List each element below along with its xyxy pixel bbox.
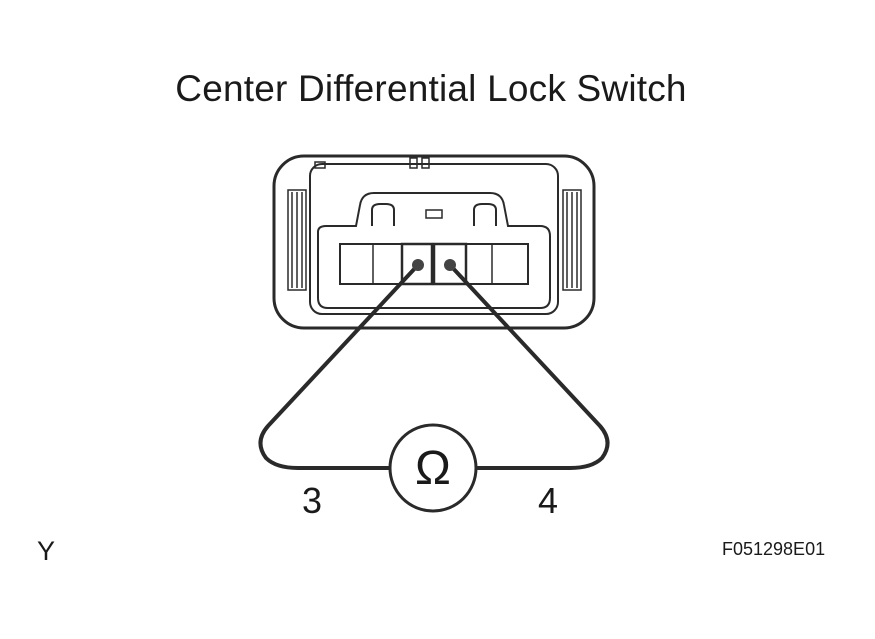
left-side-latch	[287, 189, 307, 291]
diagram-title: Center Differential Lock Switch	[175, 68, 687, 109]
probe-icon	[444, 259, 456, 271]
locking-profile	[317, 192, 551, 309]
probe-icon	[412, 259, 424, 271]
right-side-latch	[562, 189, 582, 291]
connector-housing-icon	[272, 154, 596, 330]
probe-wire-left	[258, 263, 420, 470]
probe-wire-right	[448, 263, 610, 470]
figure-id: F051298E01	[722, 539, 826, 559]
terminal-label-4: 4	[538, 480, 559, 521]
terminal-label-3: 3	[302, 480, 323, 521]
ohmmeter-icon	[388, 423, 478, 513]
corner-code: Y	[37, 536, 56, 566]
ohm-symbol: Ω	[415, 442, 451, 495]
